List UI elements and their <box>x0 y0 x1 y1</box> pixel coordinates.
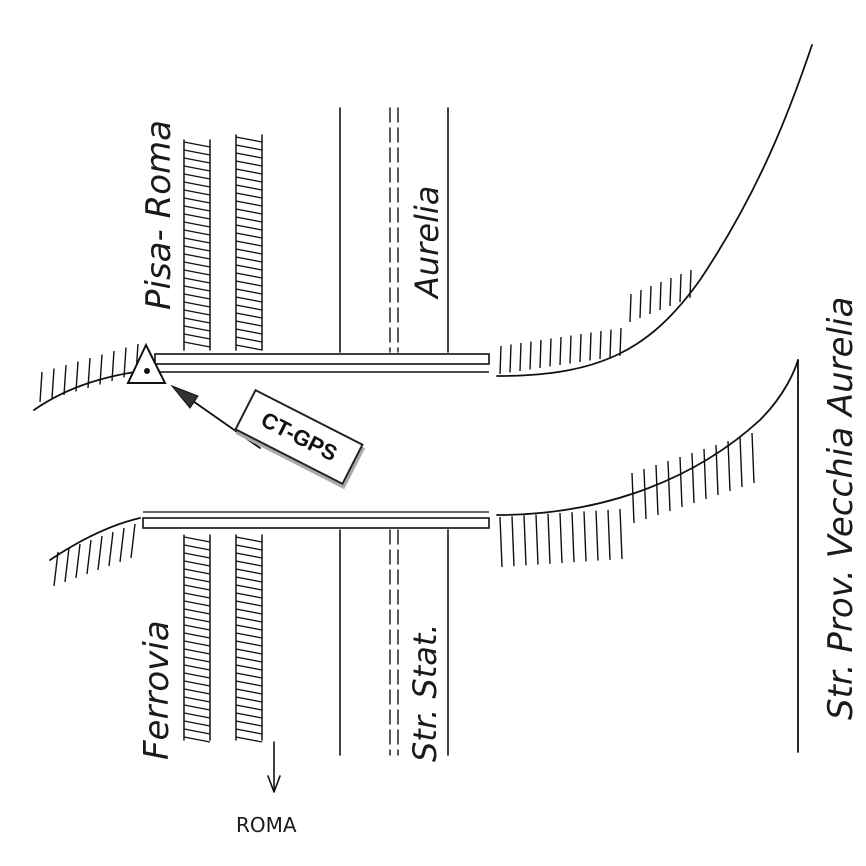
embankment-slopes <box>33 44 813 753</box>
triangle-marker-icon <box>126 342 167 384</box>
label-direction: ROMA <box>236 813 297 837</box>
label-prov-road: Str. Prov. Vecchia Aurelia <box>821 297 861 720</box>
label-railway-top: Pisa- Roma <box>139 120 179 310</box>
label-railway-bottom: Ferrovia <box>137 620 177 760</box>
label-road-bottom: Str. Stat. <box>406 623 444 762</box>
arrow-down-icon <box>267 741 281 793</box>
pointer-arrow-icon <box>170 384 261 449</box>
railway-tracks <box>183 134 263 743</box>
road-aurelia <box>339 107 449 756</box>
label-road-top: Aurelia <box>408 186 446 300</box>
bridge-decks <box>142 353 490 529</box>
